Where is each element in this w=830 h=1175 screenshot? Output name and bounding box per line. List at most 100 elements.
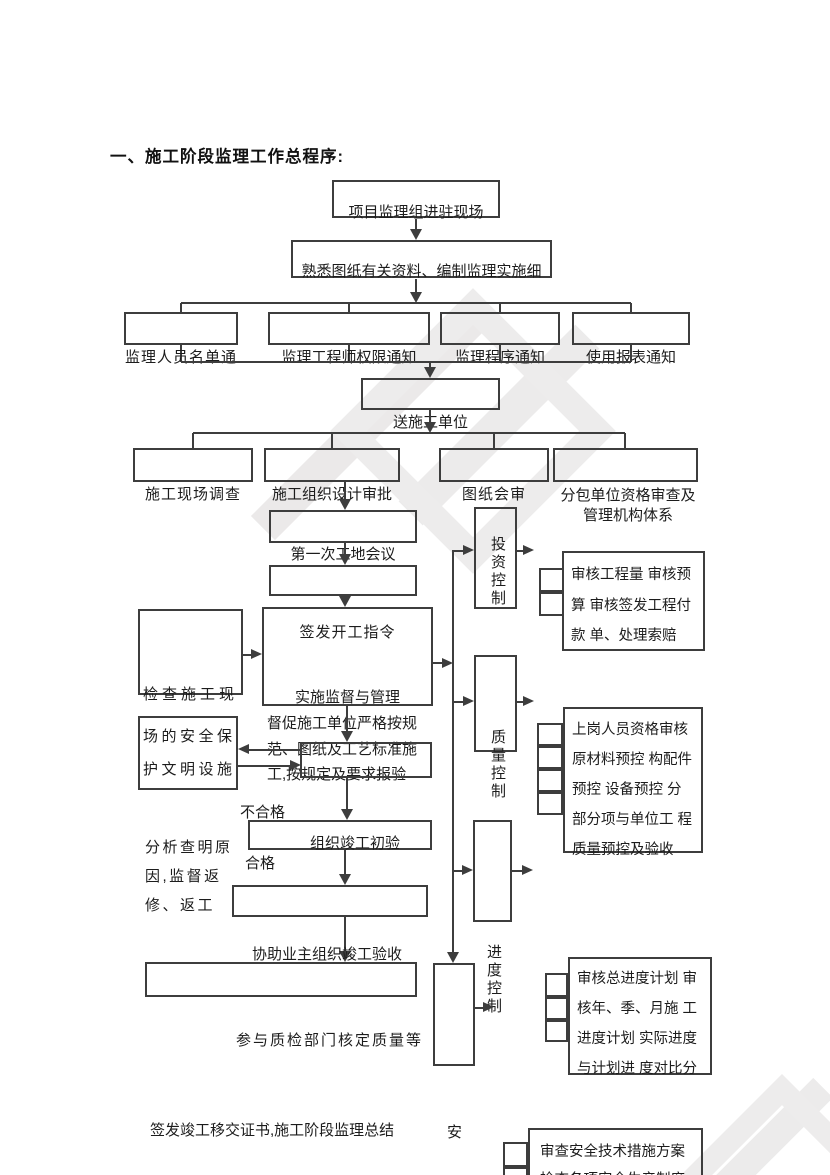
- arrowhead-right: [522, 865, 533, 875]
- connector-line: [192, 433, 194, 448]
- connector-line: [238, 765, 291, 767]
- urge-contractor-text: 督促施工单位严格按规 范、图纸及工艺标准施 工,按规定及要求报验: [267, 715, 418, 783]
- node-notice-procedure-label: 监理程序通知: [454, 349, 545, 366]
- arrowhead-right: [523, 696, 534, 706]
- connector-line: [429, 361, 431, 368]
- arrowhead-left: [238, 744, 249, 754]
- node-supervise-label: 实施监督与管理: [294, 689, 400, 706]
- connector-line: [517, 550, 524, 552]
- node-acceptance-step-box: [232, 885, 428, 917]
- connector-line: [344, 543, 346, 555]
- connector-line: [344, 482, 346, 500]
- node-enter-site-box: [332, 180, 500, 218]
- connector-line: [517, 701, 524, 703]
- connector-line: [452, 870, 463, 872]
- connector-line: [181, 302, 631, 304]
- connector-line: [344, 850, 346, 875]
- connector-line: [344, 917, 346, 952]
- node-start-order-box: [262, 607, 433, 706]
- node-prepare-docs-label: 熟悉图纸有关资料、编制监理实施细: [301, 263, 542, 280]
- connector-line: [493, 433, 495, 448]
- node-investment-tasks-text: 审核工程量 审核预 算 审核签发工程付 款 单、处理索赔: [571, 567, 692, 644]
- issue-certificate-text: 签发竣工移交证书,施工阶段监理总结: [150, 1122, 395, 1139]
- node-prepare-docs-box: [291, 240, 552, 278]
- connector-line: [346, 778, 348, 810]
- node-safety-facility-label: 场的安全保 护文明设施: [143, 728, 236, 778]
- safety-control-label: 安: [447, 1124, 463, 1141]
- node-site-survey-box: [133, 448, 253, 482]
- node-notice-forms-box: [572, 312, 690, 345]
- connector-line: [624, 433, 626, 448]
- arrowhead-down: [424, 367, 436, 378]
- node-notice-personnel-label: 监理人员名单通: [124, 349, 237, 366]
- connector-line: [429, 410, 431, 423]
- node-notice-personnel-box: [124, 312, 238, 345]
- verify-quality-text: 参与质检部门核定质量等: [236, 1032, 424, 1049]
- node-progress-box: [433, 963, 475, 1066]
- connector-line: [348, 303, 350, 313]
- node-notice-procedure-box: [440, 312, 560, 345]
- node-notice-authority-label: 监理工程师权限通知: [281, 349, 417, 366]
- connector-line: [415, 279, 417, 293]
- arrowhead-right: [251, 649, 262, 659]
- node-pre-start-box: [269, 565, 417, 596]
- node-progress-tasks-box: [568, 957, 712, 1075]
- node-quality-control-label: 质量控制: [489, 729, 506, 801]
- connector-line: [452, 551, 454, 953]
- connector-line: [475, 1007, 484, 1009]
- arrowhead-down: [341, 731, 353, 742]
- node-check-site-box: [138, 609, 243, 695]
- node-initial-acceptance-label: 组织竣工初验: [309, 835, 400, 852]
- node-drawing-review-label: 图纸会审: [461, 486, 526, 503]
- node-subcontractor-label: 分包单位资格审查及 管理机构体系: [560, 487, 696, 524]
- analyze-cause-text: 分析查明原 因,监督返 修、返工: [145, 839, 233, 914]
- bracket-box: [537, 746, 563, 769]
- node-quality-control-box: [474, 655, 517, 752]
- connector-line: [630, 303, 632, 313]
- connector-line: [415, 219, 417, 231]
- node-enter-site-label: 项目监理组进驻现场: [348, 204, 484, 221]
- not-qualified-label: 不合格: [240, 804, 286, 821]
- arrowhead-down: [410, 292, 422, 303]
- arrowhead-down: [447, 952, 459, 963]
- arrowhead-right: [523, 545, 534, 555]
- node-final-acceptance-box: [145, 962, 417, 997]
- arrowhead-right: [462, 865, 473, 875]
- arrowhead-down: [341, 809, 353, 820]
- node-progress-tasks-text: 审核总进度计划 审 核年、季、月施 工 进度计划 实际进度 与计划进 度对比分: [577, 971, 698, 1077]
- node-start-order-label: 签发开工指令: [299, 624, 396, 641]
- node-report-box: [300, 742, 432, 778]
- bracket-box: [539, 568, 564, 592]
- node-investment-control-box: [474, 507, 517, 609]
- node-org-design-box: [264, 448, 400, 482]
- arrowhead-right: [290, 760, 301, 770]
- node-progress-control-label: 进度控制: [485, 944, 502, 1016]
- arrowhead-down: [339, 596, 351, 607]
- connector-line: [346, 706, 348, 732]
- node-notice-forms-label: 使用报表通知: [585, 349, 676, 366]
- connector-line: [331, 433, 333, 448]
- arrowhead-right: [442, 658, 453, 668]
- connector-line: [452, 701, 464, 703]
- assist-acceptance-label: 协助业主组织竣工验收: [252, 946, 403, 963]
- arrowhead-right: [483, 1002, 494, 1012]
- arrowhead-right: [463, 545, 474, 555]
- node-check-site-label1: 检查施工现: [142, 686, 238, 703]
- bracket-box: [545, 997, 568, 1020]
- node-subcontractor-box: [553, 448, 698, 482]
- node-drawing-review-box: [439, 448, 549, 482]
- arrowhead-down: [339, 499, 351, 510]
- node-initial-acceptance-box: [248, 820, 432, 850]
- node-investment-tasks-box: [562, 551, 705, 651]
- arrowhead-down: [339, 874, 351, 885]
- node-send-contractor-box: [361, 378, 500, 410]
- connector-line: [433, 662, 443, 664]
- node-org-design-label: 施工组织设计审批: [271, 486, 392, 503]
- connector-line: [348, 345, 350, 362]
- page-title: 一、施工阶段监理工作总程序:: [110, 148, 344, 166]
- bracket-box: [537, 792, 563, 815]
- node-safety-tasks-box: [528, 1128, 703, 1175]
- bracket-box: [537, 769, 563, 792]
- connector-line: [630, 345, 632, 362]
